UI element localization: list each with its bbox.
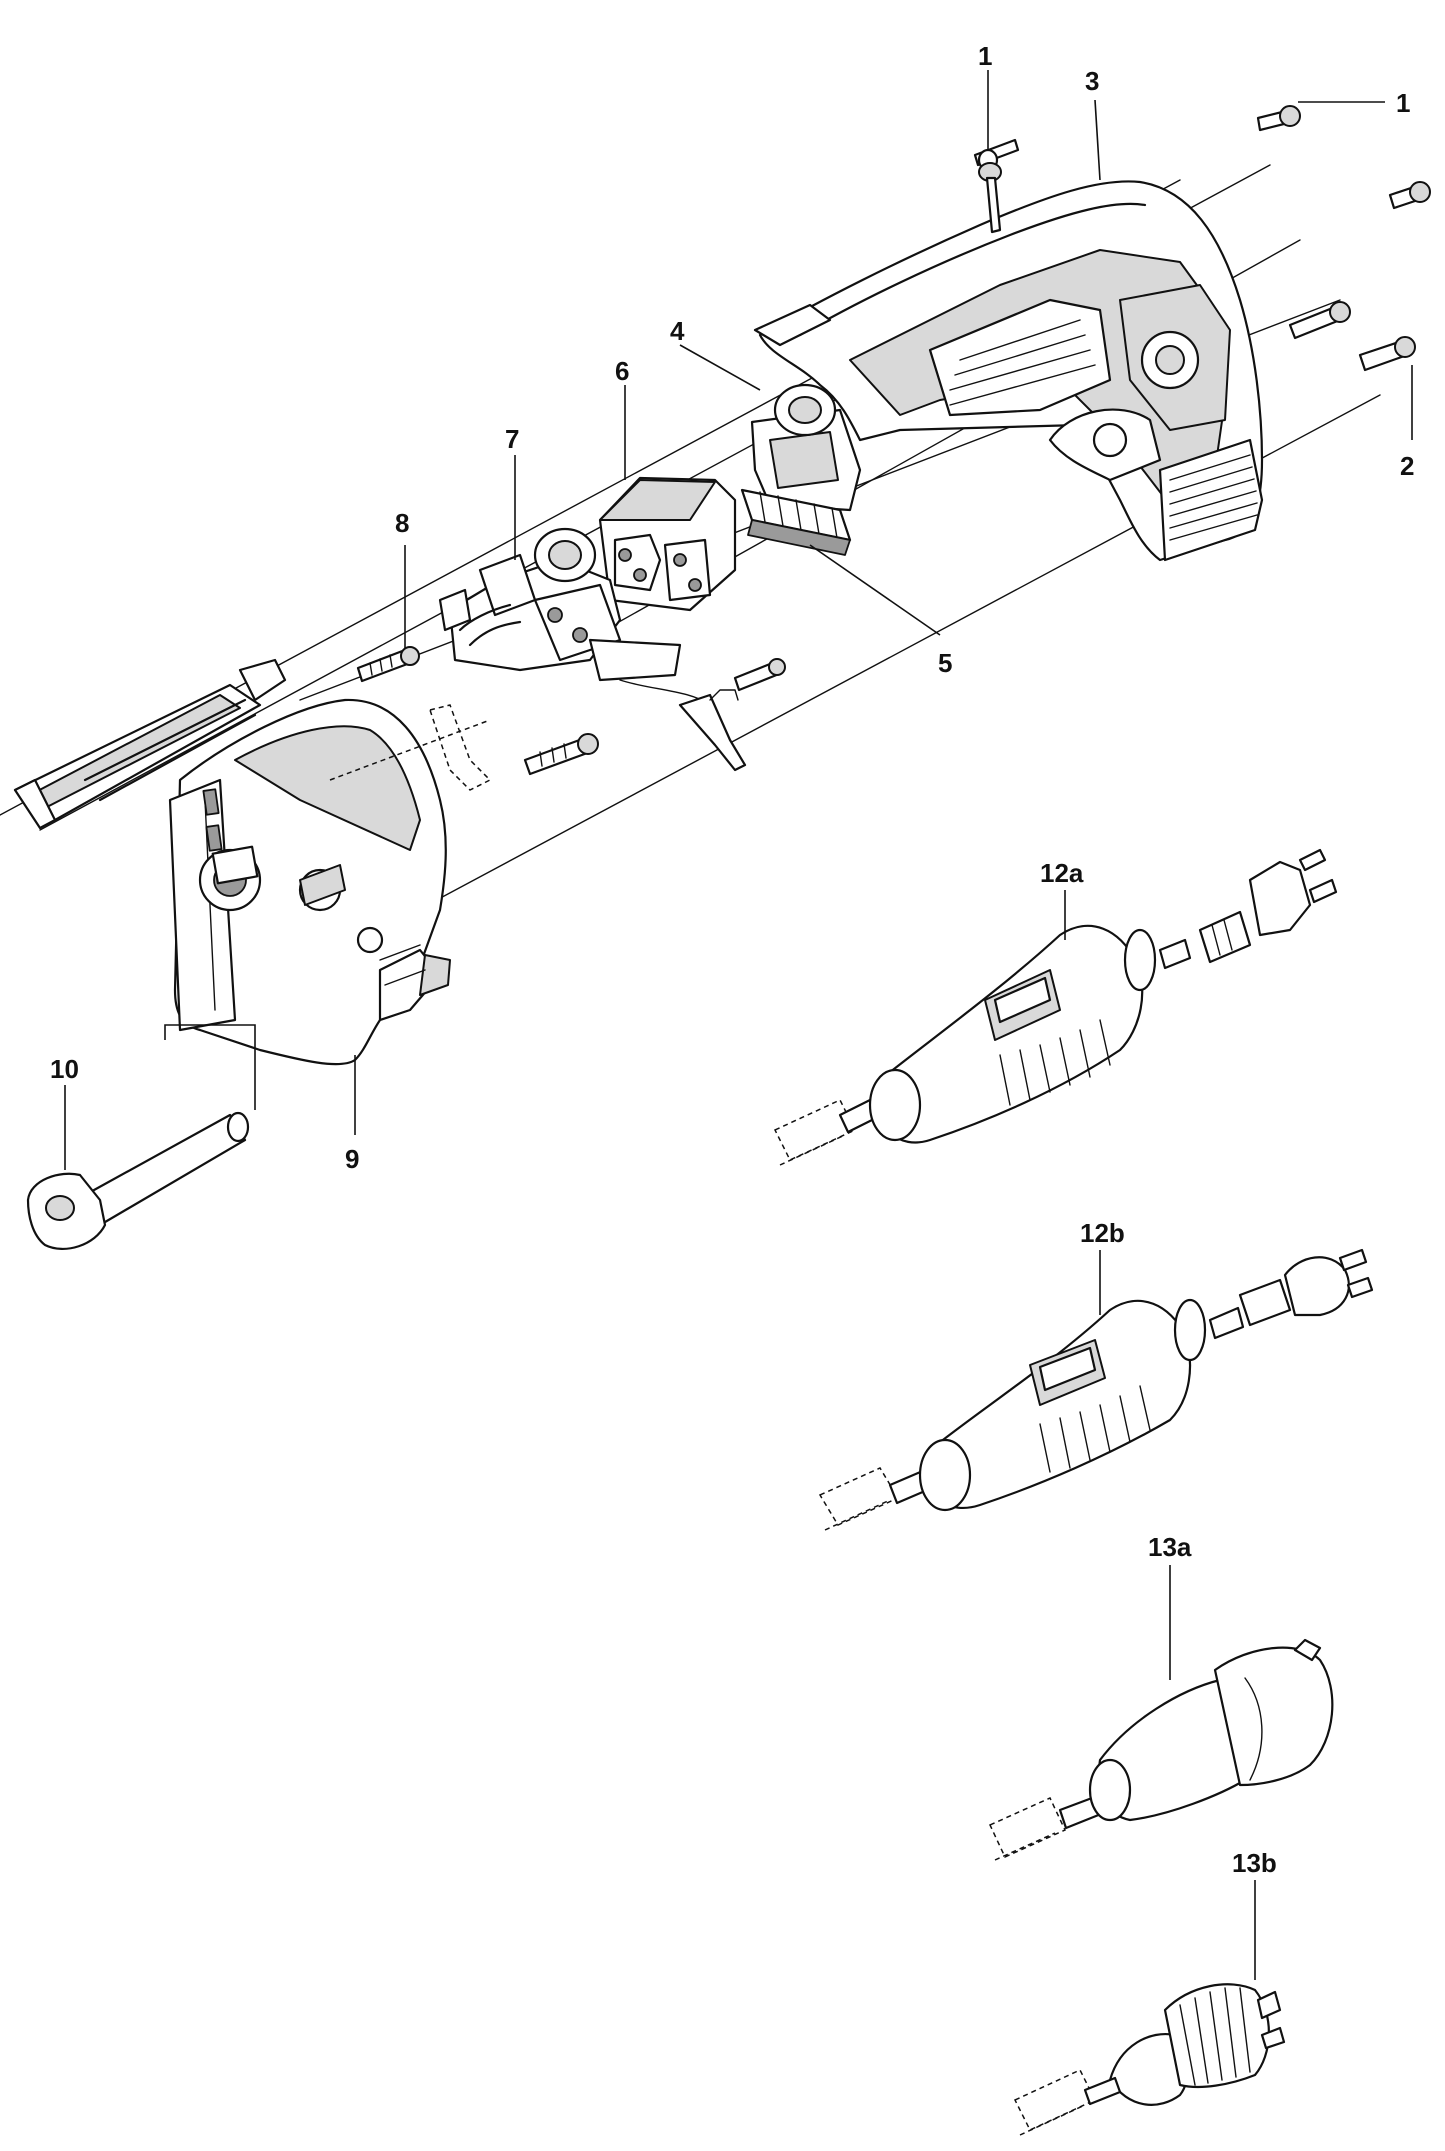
switch-part — [598, 476, 737, 612]
screw-small-part — [733, 658, 786, 692]
terminal-block-part — [740, 488, 852, 556]
label-prcd-a: 12a — [1040, 858, 1084, 888]
hidden-parts-dashed — [329, 704, 492, 791]
prcd-a-part — [773, 848, 1338, 1166]
screw-right-2-part — [1388, 181, 1431, 210]
screw-top-part — [973, 138, 1020, 234]
sensor-bracket-part — [678, 689, 747, 772]
label-screw-top: 1 — [978, 41, 992, 71]
label-plug-a: 13a — [1148, 1532, 1192, 1562]
label-capacitor-assembly: 7 — [505, 424, 519, 454]
screw-right-3-part — [1288, 301, 1351, 340]
screw-center-part — [523, 733, 599, 776]
part-labels: 1 1 2 3 4 5 6 7 8 9 10 12a 12b 13a 13b — [50, 41, 1414, 1878]
leader-lines — [64, 70, 1413, 1980]
end-housing-part — [168, 698, 451, 1066]
label-end-housing: 9 — [345, 1144, 359, 1174]
label-handle-tube: 10 — [50, 1054, 79, 1084]
label-screw-left: 8 — [395, 508, 409, 538]
label-top-housing: 3 — [1085, 66, 1099, 96]
screw-right-1-part — [1256, 105, 1301, 132]
left-handle-bar — [13, 658, 287, 830]
label-prcd-b: 12b — [1080, 1218, 1125, 1248]
label-terminal-block: 5 — [938, 648, 952, 678]
label-screw-right: 1 — [1396, 88, 1410, 118]
label-switch: 6 — [615, 356, 629, 386]
screw-left-part — [356, 646, 420, 683]
top-housing-part — [753, 180, 1264, 562]
plug-a-part — [988, 1638, 1334, 1861]
capacitor-assembly-part — [438, 527, 721, 721]
bracket-part — [750, 383, 862, 512]
plug-b-part — [1013, 1983, 1286, 2136]
screw-right-4-part — [1358, 336, 1416, 372]
prcd-b-part — [818, 1248, 1374, 1531]
label-screw-lower-right: 2 — [1400, 451, 1414, 481]
label-plug-b: 13b — [1232, 1848, 1277, 1878]
handle-tube-part — [26, 1024, 256, 1250]
label-bracket: 4 — [670, 316, 685, 346]
